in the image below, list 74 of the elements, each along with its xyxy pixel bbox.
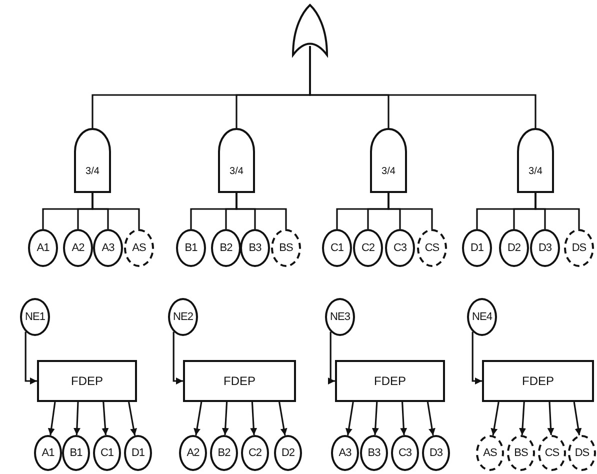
trigger-event-circle: NE1 — [20, 298, 50, 336]
basic-event-circle: BS — [507, 435, 535, 471]
arrow — [400, 402, 408, 436]
basic-event-circle: A2 — [179, 435, 207, 471]
basic-event-circle: B2 — [211, 229, 241, 267]
basic-event-circle: C3 — [385, 229, 415, 267]
voting-gate — [370, 128, 407, 193]
basic-event-circle: B3 — [240, 229, 270, 267]
basic-event-circle: A1 — [28, 229, 58, 267]
basic-event-circle: A3 — [331, 435, 359, 471]
connector-line — [236, 193, 287, 229]
arrow — [48, 402, 56, 436]
basic-event-circle: A2 — [63, 229, 93, 267]
basic-event-circle: A3 — [93, 229, 123, 267]
or-gate — [292, 4, 328, 56]
fdep-box: FDEP — [37, 360, 137, 402]
fdep-box: FDEP — [335, 360, 445, 402]
basic-event-circle: CS — [538, 435, 566, 471]
connector-line — [388, 193, 433, 229]
basic-event-circle: C3 — [391, 435, 419, 471]
arrow — [472, 332, 482, 384]
fdep-box: FDEP — [482, 360, 594, 402]
arrow — [372, 402, 379, 436]
basic-event-circle: A1 — [34, 435, 62, 471]
basic-event-circle: C2 — [241, 435, 269, 471]
trigger-event-circle: NE4 — [467, 298, 497, 336]
fdep-box: FDEP — [183, 360, 296, 402]
connector-line — [309, 46, 536, 128]
basic-event-circle: AS — [476, 435, 504, 471]
basic-event-circle: D3 — [530, 229, 560, 267]
basic-event-circle: C2 — [353, 229, 383, 267]
gate-label: 3/4 — [382, 166, 396, 177]
arrow — [128, 402, 137, 436]
basic-event-circle: DS — [568, 435, 596, 471]
basic-event-circle: D2 — [274, 435, 302, 471]
basic-event-circle: C1 — [322, 229, 352, 267]
basic-event-circle: CS — [417, 229, 447, 267]
basic-event-circle: BS — [271, 229, 301, 267]
basic-event-circle: D2 — [499, 229, 529, 267]
arrow — [102, 402, 109, 436]
basic-event-circle: B2 — [210, 435, 238, 471]
basic-event-circle: B3 — [360, 435, 388, 471]
arrow — [194, 402, 202, 436]
basic-event-circle: DS — [564, 229, 594, 267]
trigger-event-circle: NE3 — [325, 298, 355, 336]
arrow — [328, 332, 335, 384]
arrow — [573, 402, 582, 436]
arrow — [73, 402, 80, 436]
connector-line — [92, 193, 140, 229]
arrow — [426, 402, 436, 436]
basic-event-circle: B1 — [176, 229, 206, 267]
basic-event-circle: D1 — [124, 435, 152, 471]
basic-event-circle: D1 — [462, 229, 492, 267]
basic-event-circle: C1 — [93, 435, 121, 471]
gate-label: 3/4 — [86, 166, 100, 177]
basic-event-circle: D3 — [422, 435, 450, 471]
gate-label: 3/4 — [528, 166, 542, 177]
voting-gate — [218, 128, 255, 193]
arrow — [345, 402, 354, 436]
arrow — [490, 402, 500, 436]
arrow — [24, 332, 37, 384]
basic-event-circle: B1 — [62, 435, 90, 471]
arrow — [222, 402, 229, 436]
gate-label: 3/4 — [230, 166, 244, 177]
trigger-event-circle: NE2 — [168, 298, 198, 336]
voting-gate — [517, 128, 554, 193]
connector-line — [534, 193, 580, 229]
voting-gate — [74, 128, 111, 193]
arrow — [519, 402, 526, 436]
arrow — [172, 332, 183, 384]
arrow — [278, 402, 288, 436]
arrow — [250, 402, 258, 436]
arrow — [547, 402, 554, 436]
basic-event-circle: AS — [124, 229, 154, 267]
